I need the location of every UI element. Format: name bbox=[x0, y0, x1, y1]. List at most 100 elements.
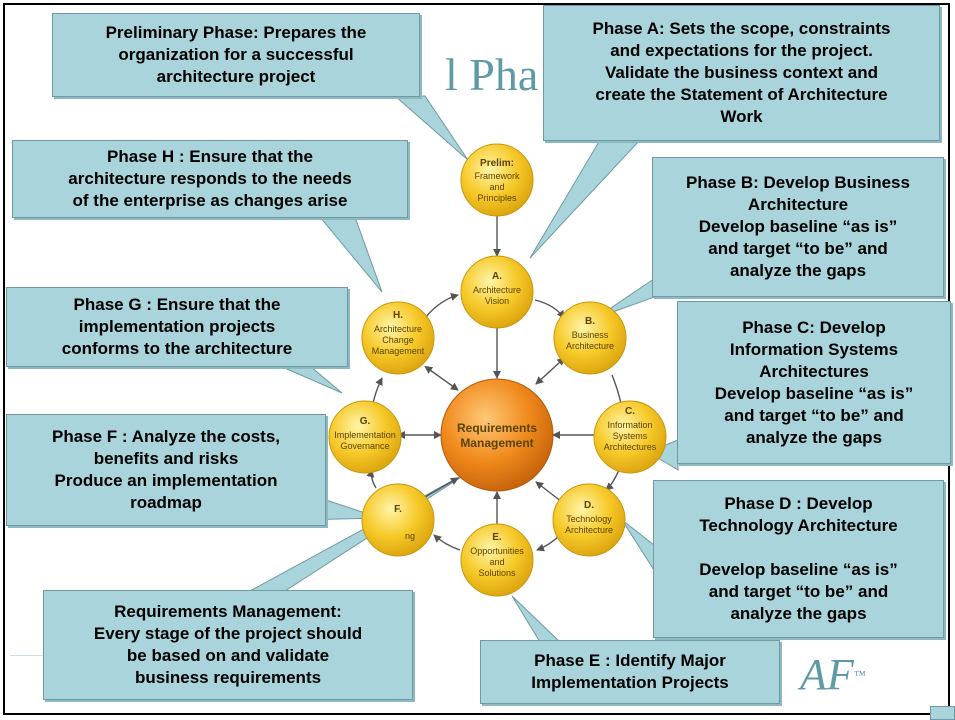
callout-text: Develop baseline “as is” bbox=[714, 383, 914, 403]
node-a: A. Architecture Vision bbox=[460, 255, 534, 329]
node-prelim-line3: and bbox=[489, 182, 504, 192]
node-h-line2: Architecture bbox=[374, 324, 422, 334]
node-b-line1: B. bbox=[585, 316, 595, 327]
node-g: G. Implementation Governance bbox=[328, 400, 402, 474]
node-e-line4: Solutions bbox=[478, 568, 516, 578]
callout-text: Validate the business context and bbox=[604, 63, 879, 82]
node-c: C. Information Systems Architectures bbox=[593, 400, 667, 474]
node-h: H. Architecture Change Management bbox=[361, 301, 435, 375]
offscreen-callout-edge bbox=[930, 706, 955, 720]
spoke-h bbox=[424, 365, 459, 391]
callout-text: benefits and risks bbox=[93, 449, 239, 468]
callout-text: and target “to be” and bbox=[708, 239, 888, 258]
background-logo-fragment: AF™ bbox=[800, 650, 866, 700]
node-prelim-line1: Prelim: bbox=[480, 158, 514, 169]
callout-text: Work bbox=[720, 107, 763, 126]
callout-text: Phase G : Ensure that the bbox=[73, 295, 281, 314]
node-h-line3: Change bbox=[382, 335, 414, 345]
callout-text: and target “to be” and bbox=[724, 405, 904, 425]
callout-text: Architectures bbox=[759, 361, 869, 381]
callout-text: Implementation Projects bbox=[531, 673, 729, 692]
node-center-requirements: Requirements Management bbox=[440, 378, 554, 492]
node-center-line1: Requirements bbox=[457, 421, 537, 435]
node-b-line2: Business bbox=[572, 330, 609, 340]
callout-text: analyze the gaps bbox=[729, 261, 867, 280]
node-e-line1: E. bbox=[492, 532, 502, 543]
callout-text: analyze the gaps bbox=[730, 604, 867, 623]
callout-text: Phase H : Ensure that the bbox=[107, 147, 313, 166]
callout-text: Develop baseline “as is” bbox=[699, 560, 898, 579]
node-d: D. Technology Architecture bbox=[552, 483, 626, 557]
callout-text: Preliminary Phase: Prepares the bbox=[105, 23, 367, 42]
background-title-fragment: l Pha bbox=[445, 49, 539, 100]
callout-phase-b: Phase B: Develop Business Architecture D… bbox=[652, 157, 944, 297]
node-prelim-line2: Framework bbox=[474, 171, 520, 181]
callout-text: Phase F : Analyze the costs, bbox=[52, 427, 280, 446]
callout-text: Produce an implementation bbox=[54, 471, 278, 490]
callout-text: analyze the gaps bbox=[745, 427, 883, 447]
callout-text: business requirements bbox=[134, 668, 322, 687]
callout-pointer-e bbox=[511, 595, 562, 643]
node-h-line1: H. bbox=[393, 310, 403, 321]
callout-text: Architecture bbox=[747, 195, 849, 214]
callout-phase-a: Phase A: Sets the scope, constraints and… bbox=[543, 5, 940, 141]
callout-text: implementation projects bbox=[78, 317, 276, 336]
node-prelim-line4: Principles bbox=[477, 193, 517, 203]
callout-text: Every stage of the project should bbox=[93, 624, 363, 643]
node-prelim: Prelim: Framework and Principles bbox=[460, 143, 534, 217]
node-g-line1: G. bbox=[360, 416, 371, 427]
node-e-line2: Opportunities bbox=[470, 546, 524, 556]
callout-phase-c: Phase C: Develop Information Systems Arc… bbox=[677, 301, 951, 464]
callout-text: conforms to the architecture bbox=[61, 339, 293, 358]
node-a-line1: A. bbox=[492, 271, 502, 282]
callout-preliminary-phase: Preliminary Phase: Prepares the organiza… bbox=[52, 13, 420, 97]
node-h-line4: Management bbox=[372, 346, 425, 356]
node-d-line2: Technology bbox=[566, 514, 612, 524]
callout-pointer-h bbox=[318, 216, 383, 293]
callout-text: organization for a successful bbox=[118, 45, 354, 64]
callout-text: be based on and validate bbox=[126, 646, 330, 665]
callout-phase-e: Phase E : Identify Major Implementation … bbox=[480, 640, 780, 704]
callout-text: of the enterprise as changes arise bbox=[72, 191, 348, 210]
callout-text: architecture responds to the needs bbox=[68, 169, 352, 188]
logo-trademark: ™ bbox=[853, 668, 866, 682]
node-b-line3: Architecture bbox=[566, 341, 614, 351]
node-f-line1: F. bbox=[394, 504, 402, 515]
callout-text: Information Systems bbox=[729, 339, 899, 359]
node-d-line3: Architecture bbox=[565, 525, 613, 535]
node-f: F. ng bbox=[361, 483, 435, 557]
callout-text: Phase C: Develop bbox=[742, 317, 886, 337]
node-c-line3: Systems bbox=[613, 431, 648, 441]
callout-text: architecture project bbox=[156, 67, 316, 86]
node-e: E. Opportunities and Solutions bbox=[460, 523, 534, 597]
node-c-line1: C. bbox=[625, 406, 635, 417]
callout-phase-g: Phase G : Ensure that the implementation… bbox=[6, 287, 348, 367]
arrow-a-to-b bbox=[534, 299, 565, 319]
node-d-line1: D. bbox=[584, 500, 594, 511]
node-a-line2: Architecture bbox=[473, 285, 521, 295]
callout-text: Phase E : Identify Major bbox=[534, 651, 726, 670]
callout-pointer-d bbox=[621, 519, 655, 572]
callout-text: Requirements Management: bbox=[114, 602, 342, 621]
callout-phase-h: Phase H : Ensure that the architecture r… bbox=[12, 140, 408, 218]
callout-phase-d: Phase D : Develop Technology Architectur… bbox=[653, 480, 944, 638]
callout-text: and target “to be” and bbox=[708, 582, 889, 601]
callout-pointer-a bbox=[529, 139, 642, 259]
node-g-line3: Governance bbox=[340, 441, 389, 451]
callout-text: Develop baseline “as is” bbox=[698, 217, 898, 236]
node-a-line3: Vision bbox=[485, 296, 509, 306]
callout-requirements-management: Requirements Management: Every stage of … bbox=[43, 590, 413, 700]
callout-text: Phase D : Develop bbox=[724, 494, 873, 513]
callout-pointer-g bbox=[279, 365, 343, 394]
arrow-d-to-e bbox=[536, 534, 561, 552]
node-c-line4: Architectures bbox=[604, 442, 657, 452]
callout-phase-f: Phase F : Analyze the costs, benefits an… bbox=[6, 414, 326, 526]
node-center-line2: Management bbox=[460, 436, 533, 450]
callout-text: create the Statement of Architecture bbox=[595, 85, 888, 104]
node-e-line3: and bbox=[489, 557, 504, 567]
callout-text: and expectations for the project. bbox=[610, 41, 873, 60]
logo-text: AF bbox=[800, 650, 854, 699]
spoke-d bbox=[535, 481, 568, 507]
